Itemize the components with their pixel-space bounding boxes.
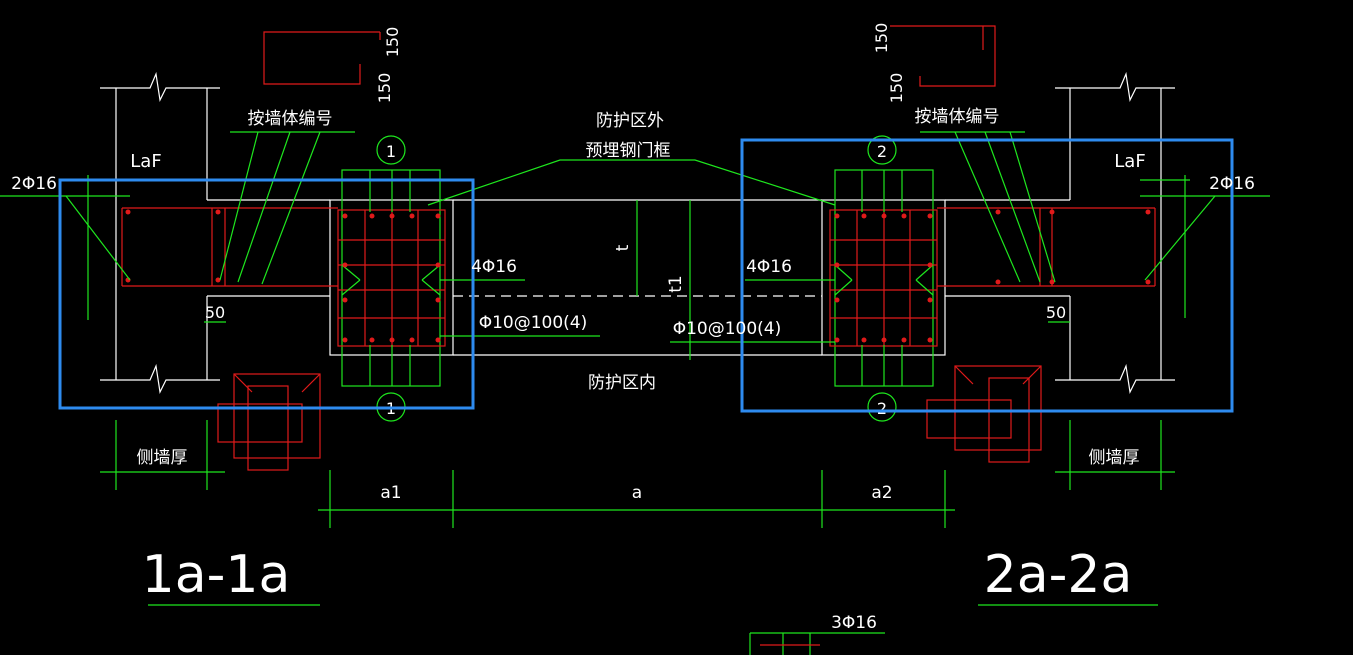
rebar-4phi16-left: 4Φ16 — [471, 257, 517, 277]
dim-150-d: 150 — [887, 73, 906, 104]
wall-number-label-left: 按墙体编号 — [248, 109, 333, 129]
selection-box-right[interactable] — [740, 138, 1234, 413]
rebar-4phi16-right: 4Φ16 — [746, 257, 792, 277]
side-wall-label-right: 侧墙厚 — [1089, 448, 1140, 468]
column-left — [329, 169, 454, 387]
stirrup-detail-top-left — [263, 31, 381, 85]
stirrup-label-right: Φ10@100(4) — [673, 319, 782, 339]
rebar-2phi16-left: 2Φ16 — [11, 174, 57, 194]
outside-zone-label: 防护区外 — [596, 111, 664, 131]
dim-50-right: 50 — [1046, 303, 1066, 322]
section-title-right: 2a-2a — [984, 545, 1133, 605]
door-opening — [427, 159, 836, 360]
dim-t: t — [613, 244, 633, 251]
section-marker-1-top[interactable]: 1 — [376, 135, 406, 165]
wall-number-label-right: 按墙体编号 — [915, 107, 1000, 127]
side-wall-left — [100, 71, 330, 394]
rebar-3phi16: 3Φ16 — [831, 613, 877, 633]
laf-label-left: LaF — [130, 151, 161, 172]
dim-150-a: 150 — [383, 27, 402, 58]
section-marker-2-top[interactable]: 2 — [867, 135, 897, 165]
embedded-frame-label: 预埋钢门框 — [586, 141, 671, 161]
column-right — [821, 169, 946, 387]
rebar-2phi16-right: 2Φ16 — [1209, 174, 1255, 194]
dim-150-b: 150 — [375, 73, 394, 104]
stirrup-label-left: Φ10@100(4) — [479, 313, 588, 333]
wall-rebar-left — [121, 207, 338, 287]
section-title-left: 1a-1a — [142, 545, 291, 605]
dimension-lines — [100, 420, 1175, 655]
dim-t1: t1 — [666, 275, 686, 292]
side-wall-label-left: 侧墙厚 — [137, 448, 188, 468]
stirrup-detail-top-right — [890, 25, 996, 87]
dim-a1: a1 — [380, 483, 401, 503]
rebar-dots — [125, 209, 1151, 343]
corner-detail-right — [926, 365, 1042, 463]
wall-rebar-right — [937, 207, 1156, 287]
section-marker-2-bottom-label: 2 — [877, 399, 887, 418]
dim-50-left: 50 — [205, 303, 225, 322]
section-marker-2-bottom[interactable]: 2 — [867, 392, 897, 422]
dim-150-c: 150 — [872, 23, 891, 54]
leader-lines — [0, 131, 1270, 343]
dim-a: a — [632, 483, 642, 503]
side-wall-right — [945, 71, 1175, 394]
inside-zone-label: 防护区内 — [588, 373, 656, 393]
dim-a2: a2 — [871, 483, 892, 503]
corner-detail-left — [217, 373, 321, 471]
laf-label-right: LaF — [1114, 151, 1145, 172]
section-marker-1-top-label: 1 — [386, 142, 396, 161]
selection-box-left[interactable] — [58, 178, 475, 410]
section-marker-2-top-label: 2 — [877, 142, 887, 161]
